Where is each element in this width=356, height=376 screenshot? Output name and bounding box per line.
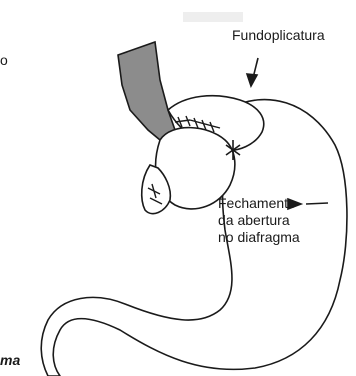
hiatus-closure-label-line-3: no diafragma [218, 229, 300, 246]
hiatus-closure-label-line-1: Fechamento [218, 195, 300, 212]
fundoplication-label: Fundoplicatura [232, 27, 325, 44]
hiatus-closure-label: Fechamento da abertura no diafragma [218, 195, 300, 246]
cropped-caption-fragment: ma [0, 352, 20, 369]
hiatus-closure-label-line-2: da abertura [218, 212, 300, 229]
cropped-text-fragment: o [0, 52, 8, 69]
esophagus [118, 42, 175, 140]
faint-header-smudge [183, 12, 243, 22]
fundoplication-arrow [247, 58, 258, 86]
